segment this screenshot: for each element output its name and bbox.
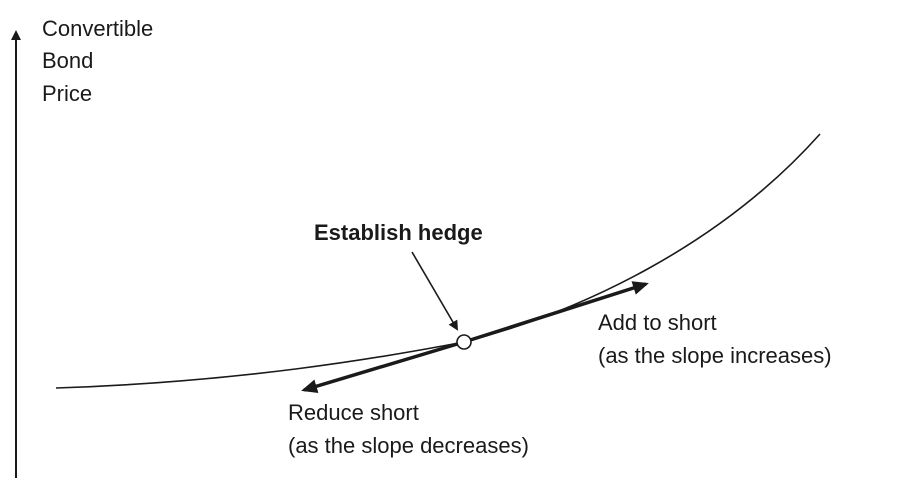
reduce-short-label: Reduce short xyxy=(288,400,419,425)
tangent-arrow-down xyxy=(301,340,465,393)
add-to-short-note: (as the slope increases) xyxy=(598,343,832,368)
y-axis-label-line-2: Bond xyxy=(42,48,93,73)
tangent-arrow-up xyxy=(463,281,649,344)
establish-hedge-label: Establish hedge xyxy=(314,220,483,245)
y-axis-label-line-3: Price xyxy=(42,81,92,106)
hedge-point xyxy=(456,334,472,350)
y-axis-label-line-1: Convertible xyxy=(42,16,153,41)
reduce-short-note: (as the slope decreases) xyxy=(288,433,529,458)
add-to-short-label: Add to short xyxy=(598,310,717,335)
establish-hedge-pointer xyxy=(411,251,459,331)
